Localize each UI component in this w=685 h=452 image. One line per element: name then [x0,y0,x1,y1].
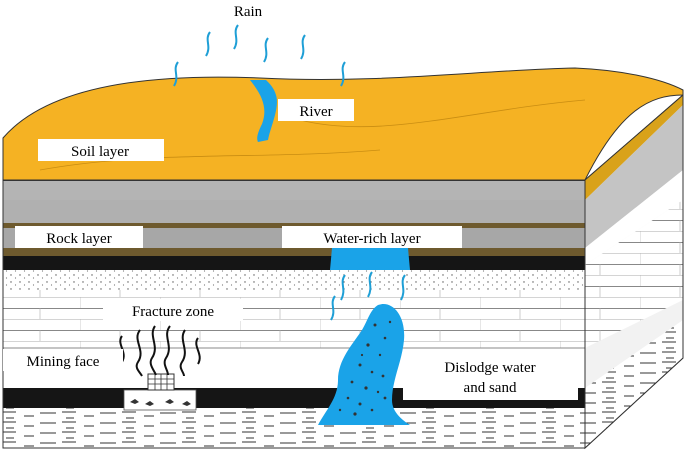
dislodge-label-line1: Dislodge water [444,360,535,376]
river-channel [250,80,277,142]
floor-streak-layer [3,408,585,448]
river-label-box [278,99,354,121]
dislodge-label-box [403,352,578,400]
water-rich-pocket [330,248,410,270]
river-label: River [299,104,332,120]
sand-particles [338,320,392,416]
water-rich-label-box [282,226,462,248]
soil-layer-label: Soil layer [71,144,129,160]
mining-face-label-box [3,349,123,371]
rock-layer-label: Rock layer [46,231,111,247]
brown-band [3,223,585,228]
fracture-zone-label: Fracture zone [132,304,214,320]
soil-layer-label-box [38,139,164,161]
dislodge-label-line2: and sand [464,380,517,396]
water-rich-layer-label: Water-rich layer [323,231,420,247]
fracture-strata [3,290,585,348]
soil-top-surface [2,67,684,181]
fracture-zone-label-box [103,299,243,321]
rain-label: Rain [234,4,263,20]
mining-face-label: Mining face [27,354,100,370]
mining-face-equipment [123,373,197,411]
black-band-upper [3,256,585,270]
rain-drops [173,24,346,87]
rock-gray-layer [3,181,585,200]
brown-band-2 [3,248,585,256]
dotted-layer [3,270,585,290]
water-seepage [330,271,406,321]
rock-layer-label-box [15,226,143,248]
water-sand-inrush [318,304,410,425]
block-front-outline [2,179,586,449]
